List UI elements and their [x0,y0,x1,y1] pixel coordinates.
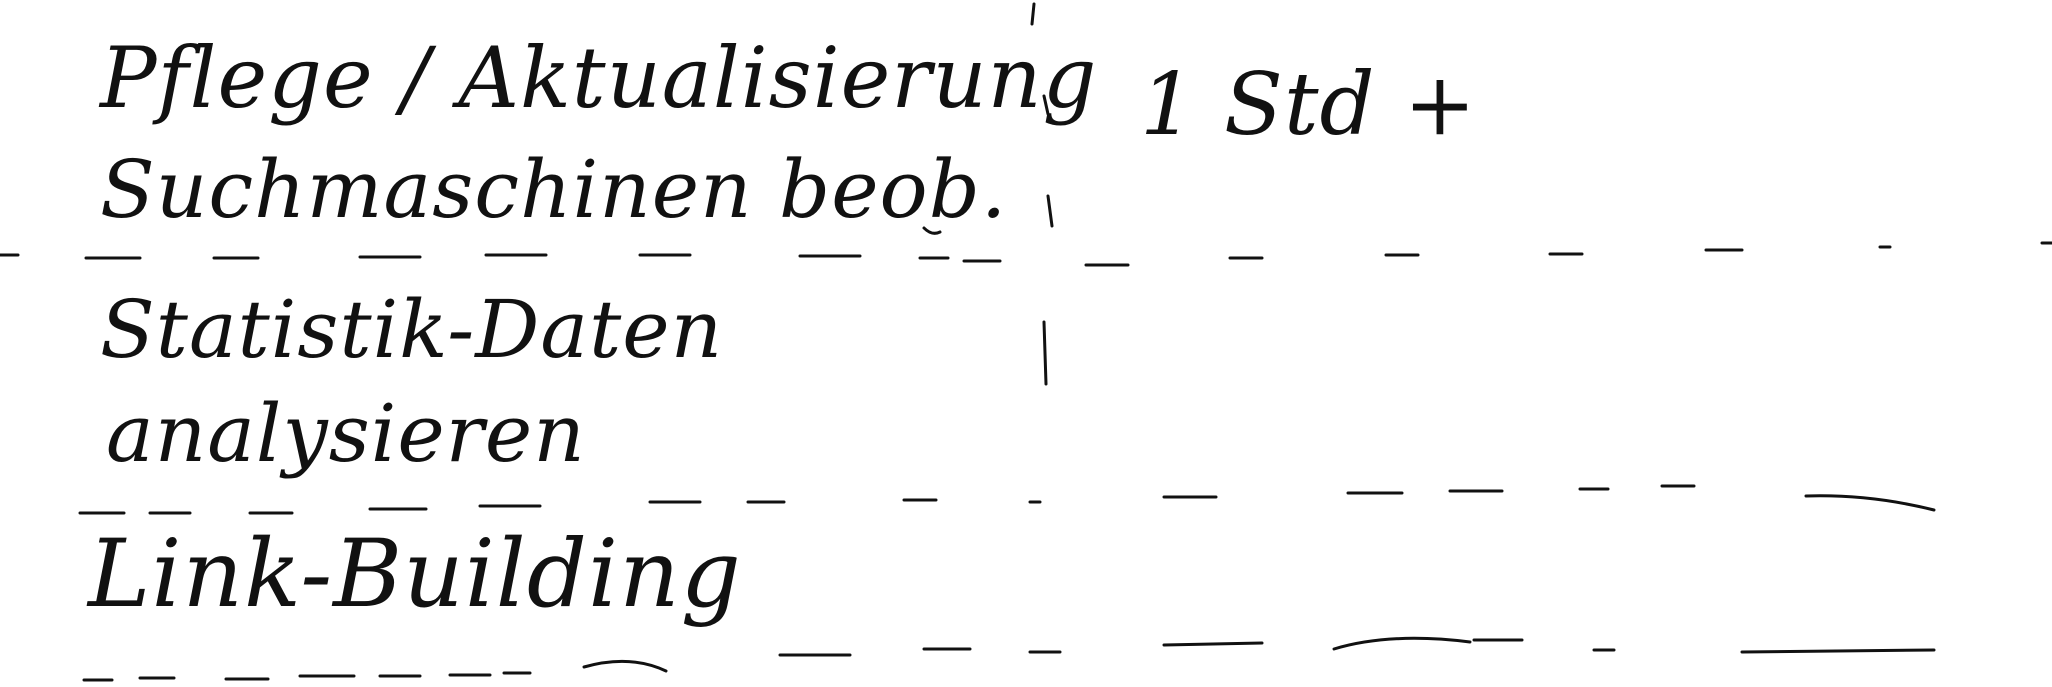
ink-dot [922,226,942,235]
task-link-building: Link-Building [88,520,742,629]
row-separator-1 [0,241,2052,267]
task-statistik-daten: Statistik-Daten [100,283,724,376]
task-analysieren: analysieren [106,387,586,480]
column-divider [1030,2,1054,386]
row-separator-2 [78,484,1936,515]
task-suchmaschinen-beob: Suchmaschinen beob. [100,143,1008,236]
time-estimate: 1 Std + [1140,55,1477,155]
row-separator-3 [82,636,1936,682]
task-pflege-aktualisierung: Pflege / Aktualisierung [100,29,1098,127]
